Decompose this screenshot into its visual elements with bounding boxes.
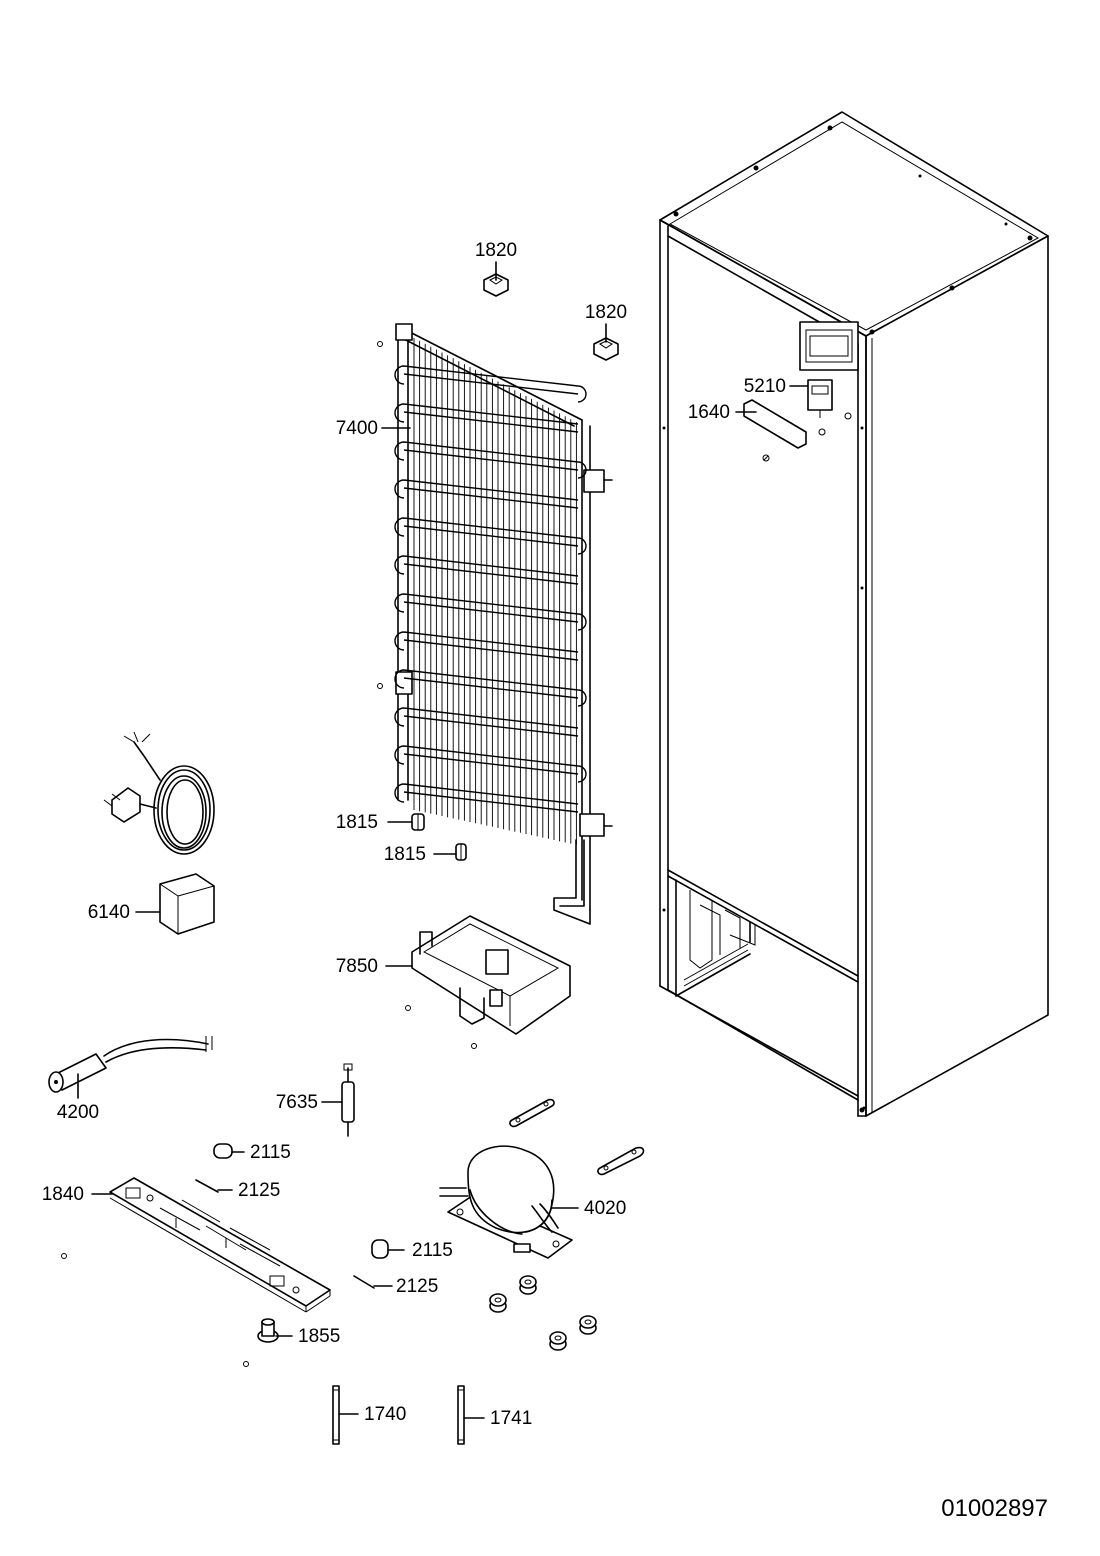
rod-1740 (332, 1385, 340, 1445)
callout-1815-b: 1815 (384, 844, 426, 865)
callout-1820-top: 1820 (475, 240, 517, 261)
callout-2125-b: 2125 (396, 1276, 438, 1297)
callout-1815-a: 1815 (336, 812, 378, 833)
callout-7850: 7850 (336, 956, 378, 977)
callout-2115-b: 2115 (412, 1240, 453, 1261)
callout-1840: 1840 (42, 1184, 84, 1205)
pin-2125-b (353, 1275, 375, 1289)
strap-left (509, 1098, 555, 1128)
callout-7635: 7635 (276, 1092, 318, 1113)
leader-lines (77, 261, 809, 1419)
filter-drier (341, 1063, 355, 1137)
cabinet-body (659, 111, 1049, 1117)
callout-6140: 6140 (88, 902, 130, 923)
drawing-number: 01002897 (941, 1495, 1048, 1522)
callout-1740: 1740 (364, 1404, 406, 1425)
callout-1741: 1741 (490, 1408, 532, 1429)
callout-5210: 5210 (744, 376, 786, 397)
rod-1741 (457, 1385, 465, 1445)
strap-right (597, 1146, 645, 1176)
callout-1640: 1640 (688, 402, 730, 423)
tube-clip-1815-b (455, 843, 467, 861)
condenser-tube (394, 365, 587, 813)
pin-2125-a (195, 1179, 219, 1193)
compressor (439, 1145, 573, 1259)
callout-2125-a: 2125 (238, 1180, 280, 1201)
capacitor (48, 1036, 213, 1093)
rubber-grommets (489, 1275, 597, 1351)
terminal-block (807, 379, 852, 436)
callout-4200: 4200 (57, 1102, 99, 1123)
cover-strip (743, 399, 807, 462)
callout-labels: 1820 1820 5210 1640 7400 1815 1815 6140 … (42, 240, 786, 1429)
grommet-2115-a (213, 1143, 233, 1159)
callout-2115-a: 2115 (250, 1142, 291, 1163)
base-plate (61, 1177, 331, 1367)
power-cord (103, 731, 215, 855)
tube-clip-1815-a (411, 813, 425, 831)
callout-4020: 4020 (584, 1198, 626, 1219)
grommet-2115-b (371, 1239, 389, 1259)
callout-1820-right: 1820 (585, 302, 627, 323)
drip-tray (405, 915, 571, 1049)
condenser-coil (377, 323, 613, 925)
callout-7400: 7400 (336, 418, 378, 439)
starter-box (159, 873, 215, 935)
adjustable-foot (257, 1318, 279, 1343)
callout-1855: 1855 (298, 1326, 340, 1347)
